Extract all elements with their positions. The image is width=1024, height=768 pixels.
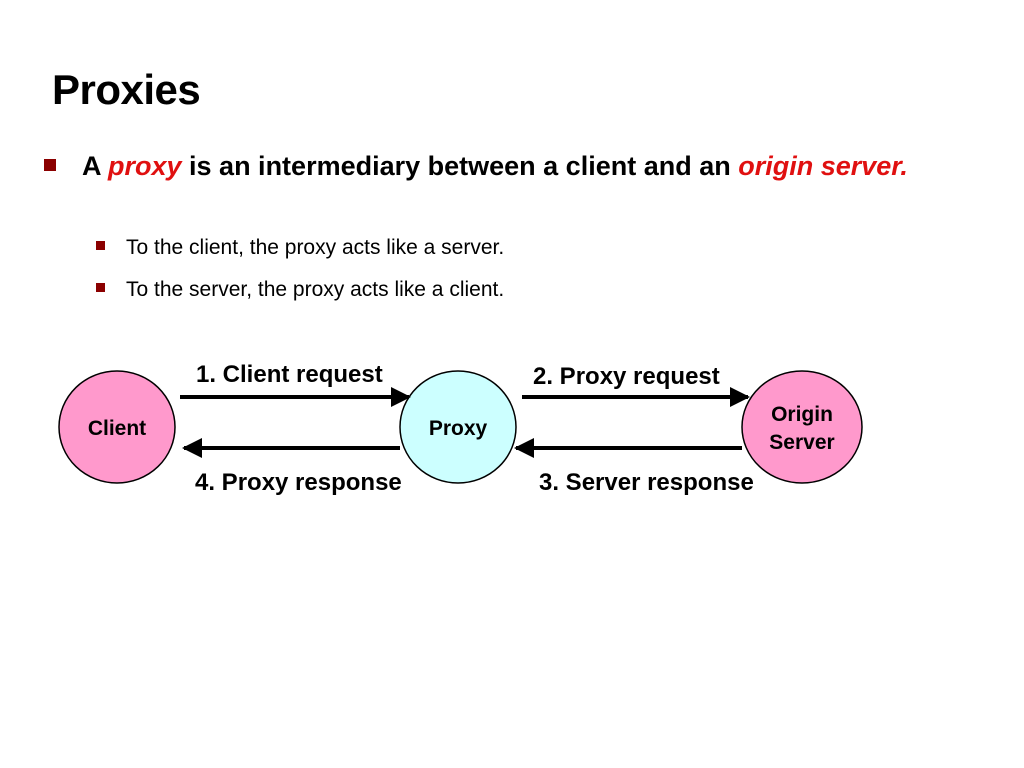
main-bullet-text: A proxy is an intermediary between a cli…: [82, 146, 912, 186]
client-node: Client: [58, 370, 176, 484]
sub-bullet-text: To the server, the proxy acts like a cli…: [126, 278, 505, 301]
bullet-text-part1: A: [82, 151, 108, 181]
origin-label-line1: Origin: [771, 403, 833, 426]
proxy-label: Proxy: [429, 417, 488, 440]
bullet-text-part2: is an intermediary between a client and …: [181, 151, 739, 181]
sub-bullet: To the server, the proxy acts like a cli…: [96, 276, 504, 304]
origin-label-line2: Server: [769, 431, 834, 454]
sub-bullet-text: To the client, the proxy acts like a ser…: [126, 236, 505, 259]
sub-bullet-marker: [96, 241, 105, 250]
sub-bullet-marker: [96, 283, 105, 292]
main-bullet: A proxy is an intermediary between a cli…: [44, 146, 944, 186]
proxy-request-label: 2. Proxy request: [533, 363, 720, 390]
origin-server-ellipse: [741, 370, 863, 484]
term-origin-server: origin server: [738, 151, 901, 181]
slide-title: Proxies: [52, 66, 201, 113]
bullet-text-period: .: [900, 151, 908, 181]
server-response-label: 3. Server response: [539, 469, 754, 496]
client-label: Client: [88, 417, 146, 440]
proxy-ellipse: [399, 370, 517, 484]
client-ellipse: [58, 370, 176, 484]
origin-server-node: Origin Server: [741, 370, 863, 484]
proxy-response-label: 4. Proxy response: [195, 469, 402, 496]
proxy-node: Proxy: [399, 370, 517, 484]
term-proxy: proxy: [108, 151, 182, 181]
bullet-marker: [44, 159, 56, 171]
sub-bullet: To the client, the proxy acts like a ser…: [96, 234, 504, 262]
client-request-label: 1. Client request: [196, 361, 383, 388]
